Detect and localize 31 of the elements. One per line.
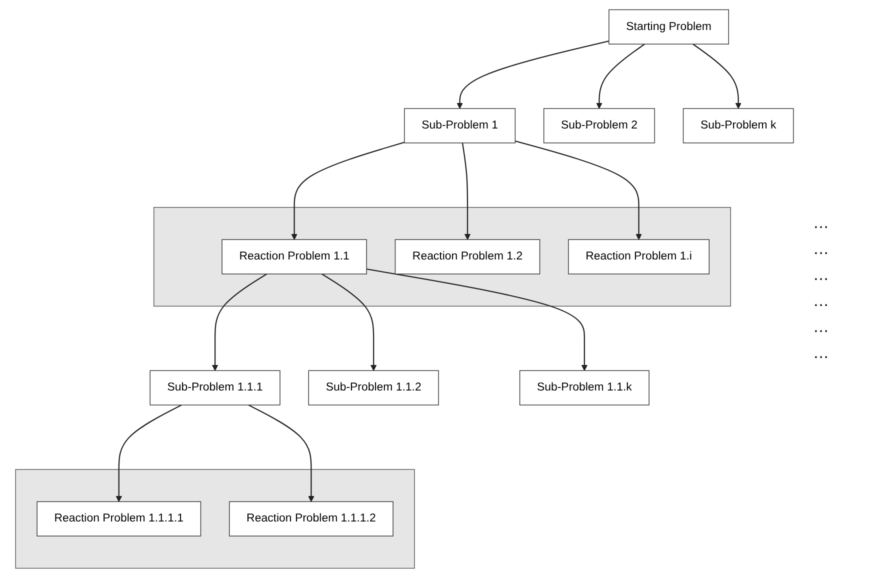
node-box: Reaction Problem 1.i (568, 238, 710, 274)
ellipsis-label: … (813, 344, 830, 362)
node-box: Starting Problem (608, 8, 729, 44)
node-box: Reaction Problem 1.1.1.1 (36, 500, 202, 536)
node-box: Sub-Problem 1.1.k (519, 370, 650, 405)
node-box: Sub-Problem 1.1.2 (308, 370, 439, 405)
arrow (248, 404, 314, 502)
arrow (322, 272, 377, 370)
cluster (153, 206, 731, 306)
node-box: Sub-Problem k (682, 108, 794, 143)
arrow (116, 404, 182, 502)
ellipsis-label: … (813, 292, 830, 310)
ellipsis-label: … (813, 214, 830, 232)
node-box: Sub-Problem 1.1.1 (150, 370, 280, 405)
node-box: Reaction Problem 1.1 (222, 238, 367, 274)
ellipsis-label: … (813, 318, 830, 336)
arrow (515, 140, 642, 240)
arrow (456, 40, 610, 108)
cluster (15, 468, 415, 568)
arrow (462, 142, 471, 240)
arrow (366, 268, 588, 370)
node-box: Reaction Problem 1.2 (394, 238, 540, 274)
ellipsis-label: … (813, 266, 830, 284)
node-box: Sub-Problem 2 (543, 108, 655, 143)
arrow (596, 43, 645, 108)
node-box: Reaction Problem 1.1.1.2 (229, 500, 394, 536)
node-box: Sub-Problem 1 (404, 108, 516, 143)
arrow (291, 141, 405, 240)
arrow (212, 272, 268, 370)
ellipsis-label: … (813, 240, 830, 258)
arrow (692, 43, 742, 108)
